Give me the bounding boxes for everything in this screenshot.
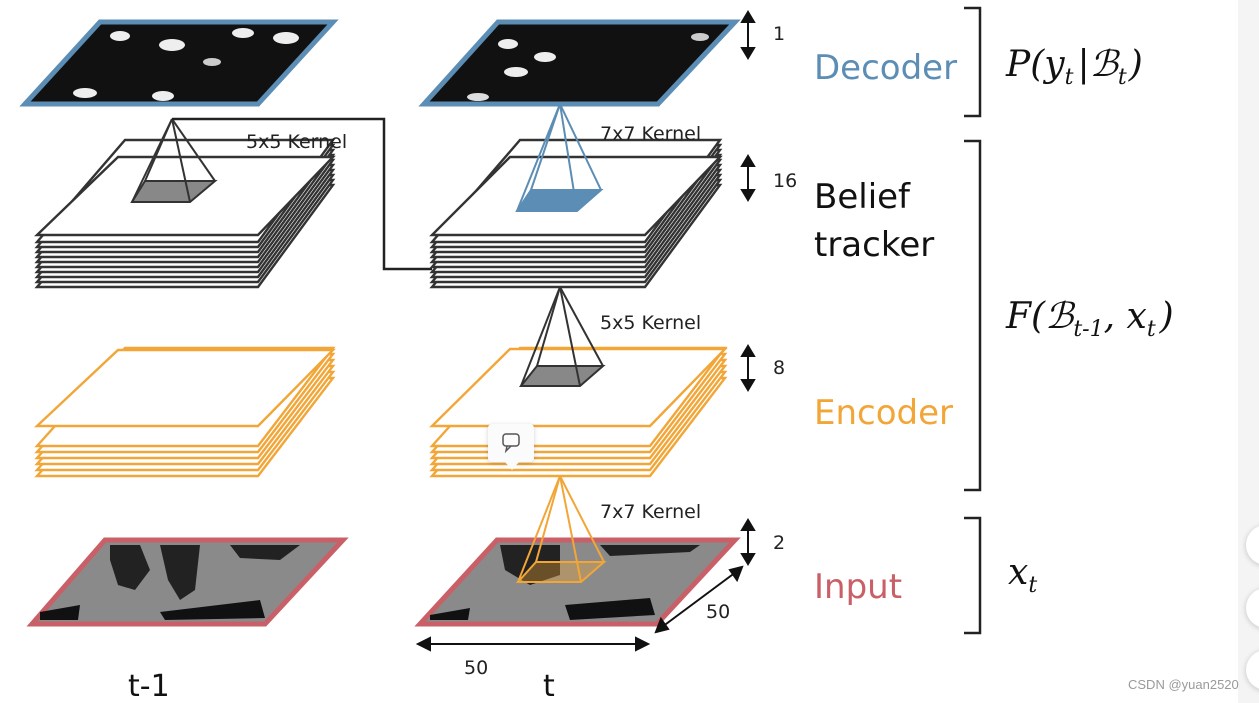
time-label-prev: t-1 (128, 669, 170, 703)
kernel-label-belief-decoder: 7x7 Kernel (600, 123, 701, 145)
belief-label-line2: tracker (814, 225, 934, 265)
encoder-label: Encoder (814, 393, 953, 433)
kernel-label-input-encoder: 7x7 Kernel (600, 501, 701, 523)
decoder-plane-prev (19, 19, 339, 107)
watermark: CSDN @yuan2520 (1128, 677, 1239, 692)
dimension-arrows (415, 565, 744, 652)
input-formula: xt (1008, 552, 1037, 598)
side-rail (1238, 0, 1259, 703)
side-rail-button-3[interactable] (1246, 650, 1259, 690)
depth-label: 50 (706, 601, 730, 623)
belief-stack-current (429, 138, 723, 289)
kernel-pyramid-prev (130, 118, 218, 203)
kernel-pyramid-input-encoder (515, 475, 607, 583)
comment-icon (502, 433, 520, 454)
tracker-formula: F(ℬt-1, xt) (1005, 296, 1174, 342)
input-count: 2 (773, 532, 785, 554)
comment-button[interactable] (488, 424, 534, 470)
kernel-label-prev: 5x5 Kernel (246, 131, 347, 153)
decoder-count: 1 (773, 23, 785, 45)
side-rail-button-2[interactable] (1246, 588, 1259, 628)
input-label: Input (814, 567, 902, 607)
input-plane-prev (26, 537, 349, 627)
side-rail-button-1[interactable] (1246, 525, 1259, 565)
encoder-stack-prev (33, 346, 336, 478)
kernel-pyramid-belief-decoder (515, 103, 604, 212)
decoder-label: Decoder (814, 48, 957, 88)
count-arrows (740, 10, 756, 566)
decoder-plane-current (418, 19, 741, 107)
kernel-label-encoder-belief: 5x5 Kernel (600, 312, 701, 334)
encoder-stack-current (429, 346, 728, 478)
kernel-pyramid-encoder-belief (518, 286, 606, 387)
belief-stack-prev (34, 138, 336, 289)
width-label: 50 (464, 657, 488, 679)
time-label-current: t (543, 669, 555, 703)
belief-count: 16 (773, 170, 797, 192)
recurrent-connection (172, 117, 432, 271)
decoder-formula: P(yt|ℬt) (1005, 44, 1143, 90)
encoder-count: 8 (773, 357, 785, 379)
brackets (964, 6, 982, 635)
belief-label-line1: Belief (814, 177, 911, 217)
